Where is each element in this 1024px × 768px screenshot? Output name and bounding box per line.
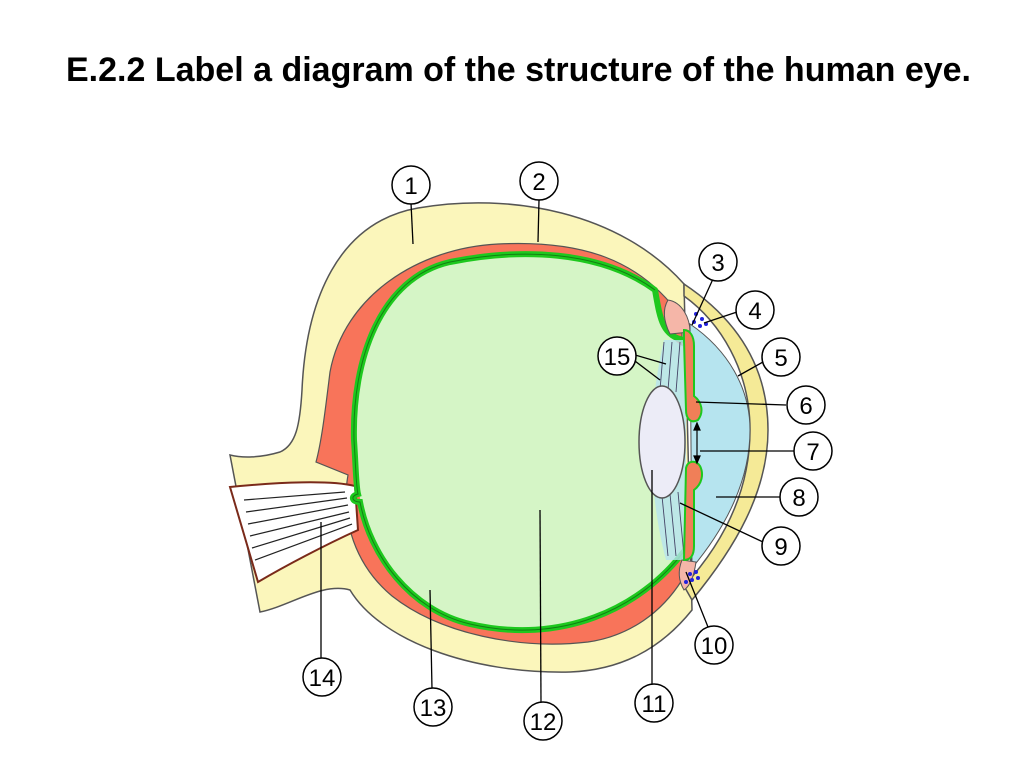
- callout-15: 15: [597, 336, 637, 376]
- ciliary-body-upper: [663, 299, 691, 335]
- callout-3-text: 3: [711, 250, 724, 277]
- callout-9: 9: [761, 526, 801, 566]
- callout-7-text: 7: [806, 439, 819, 466]
- iris-upper: [683, 328, 703, 423]
- ligament-lines: [659, 341, 685, 557]
- cornea: [683, 282, 769, 602]
- callout-12: 12: [523, 701, 563, 741]
- callout-10: 10: [694, 625, 734, 665]
- callout-4: 4: [735, 290, 775, 330]
- callout-1-text: 1: [404, 173, 417, 200]
- slide-title: E.2.2 Label a diagram of the structure o…: [66, 51, 972, 89]
- callout-13: 13: [413, 687, 453, 727]
- vitreous-humour: [353, 254, 686, 631]
- callout-2: 2: [519, 161, 559, 201]
- callout-6-text: 6: [799, 393, 812, 420]
- callout-9-text: 9: [774, 534, 787, 561]
- canal-dots-lower: [684, 570, 700, 584]
- optic-nerve-fibres: [243, 491, 353, 561]
- callout-11-text: 11: [642, 691, 667, 718]
- callout-4-text: 4: [748, 298, 761, 325]
- callout-1: 1: [391, 165, 431, 205]
- callout-11: 11: [634, 683, 674, 723]
- pupil-arrow: [693, 421, 701, 465]
- callout-14: 14: [302, 657, 342, 697]
- callout-6: 6: [786, 385, 826, 425]
- lens: [638, 385, 686, 499]
- leader-lines: [320, 199, 794, 704]
- callout-8: 8: [779, 477, 819, 517]
- callout-5-text: 5: [774, 345, 787, 372]
- callout-15-text: 15: [604, 344, 631, 371]
- callout-10-text: 10: [701, 633, 728, 660]
- retina-outline: [352, 253, 686, 631]
- callout-3: 3: [698, 242, 738, 282]
- callout-13-text: 13: [420, 695, 447, 722]
- callout-14-text: 14: [309, 665, 336, 692]
- iris-lower: [682, 460, 703, 562]
- callout-5: 5: [761, 337, 801, 377]
- callout-12-text: 12: [530, 709, 557, 736]
- aqueous-humour: [689, 323, 751, 570]
- callout-2-text: 2: [532, 169, 545, 196]
- callout-8-text: 8: [792, 485, 805, 512]
- callout-7: 7: [793, 431, 833, 471]
